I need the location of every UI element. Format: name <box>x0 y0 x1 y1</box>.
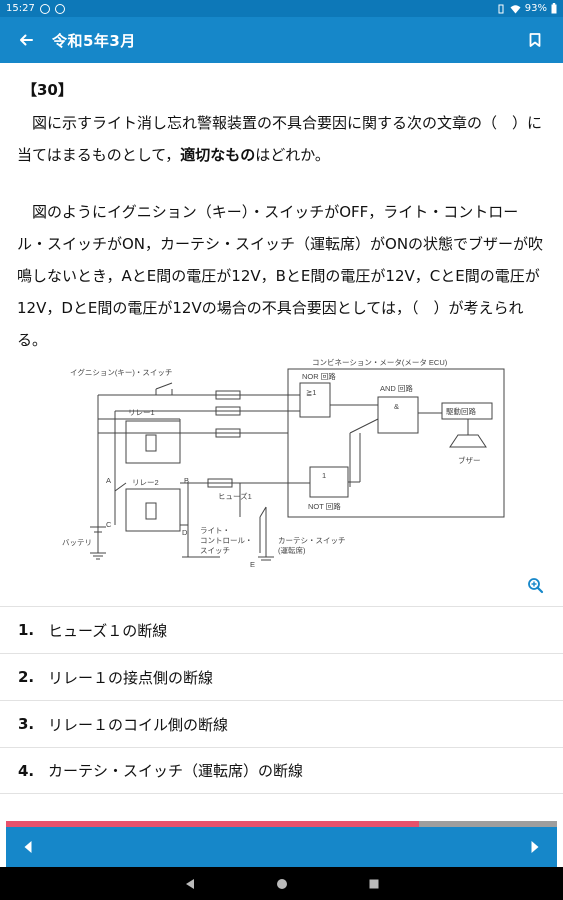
courtesy-switch-label-2: (運転席) <box>278 545 306 555</box>
light-switch-label-2: コントロール・ <box>200 536 253 545</box>
status-bar: 15:27 93% <box>0 0 563 17</box>
system-back-icon[interactable] <box>184 878 196 890</box>
system-navigation-bar <box>0 867 563 900</box>
point-d-label: D <box>182 528 188 537</box>
point-a-label: A <box>106 476 111 485</box>
bookmark-button[interactable] <box>507 17 563 63</box>
triangle-left-icon <box>24 841 32 853</box>
next-button[interactable] <box>525 837 545 857</box>
question-paragraph: 図のようにイグニション（キー）・スイッチがOFF，ライト・コントロール・スイッチ… <box>17 203 544 349</box>
relay2-label: リレー2 <box>132 478 159 487</box>
courtesy-switch-label-1: カーテシ・スイッチ <box>278 536 346 545</box>
battery-percent: 93% <box>524 3 547 14</box>
fuse1-label: ヒューズ1 <box>218 491 252 501</box>
option-3[interactable]: 3. リレー１のコイル側の断線 <box>0 700 563 747</box>
instruction-text: 図に示すライト消し忘れ警報装置の不具合要因に関する次の文章の（ ）に当てはまるも… <box>17 114 543 164</box>
nor-label: NOR 回路 <box>302 371 336 381</box>
question-content: 【30】 図に示すライト消し忘れ警報装置の不具合要因に関する次の文章の（ ）に当… <box>0 63 563 603</box>
buzzer-label: ブザー <box>458 455 481 465</box>
back-button[interactable] <box>0 17 52 63</box>
battery-label: バッテリ <box>62 538 92 547</box>
question-number: 【30】 <box>22 81 73 99</box>
notification-icon <box>39 3 50 14</box>
ecu-label: コンビネーション・メータ(メータ ECU) <box>312 358 448 367</box>
point-c-label: C <box>106 520 112 529</box>
ignition-switch-label: イグニション(キー)・スイッチ <box>70 367 172 377</box>
bookmark-icon <box>529 33 541 47</box>
question-instruction: 図に示すライト消し忘れ警報装置の不具合要因に関する次の文章の（ ）に当てはまるも… <box>17 107 547 171</box>
question-text: 図に示すライト消し忘れ警報装置の不具合要因に関する次の文章の（ ）に当てはまるも… <box>17 107 547 356</box>
page-title: 令和5年3月 <box>52 31 136 50</box>
progress-bar <box>6 821 557 827</box>
light-switch-label-3: スイッチ <box>200 546 230 555</box>
option-number: 3. <box>18 715 35 733</box>
arrow-left-icon <box>20 34 33 46</box>
option-text: リレー１の接点側の断線 <box>48 668 214 687</box>
and-symbol: & <box>394 402 399 411</box>
answer-options: 1. ヒューズ１の断線 2. リレー１の接点側の断線 3. リレー１のコイル側の… <box>0 606 563 794</box>
option-number: 2. <box>18 668 35 686</box>
nor-symbol: ≧1 <box>306 388 316 397</box>
not-symbol: 1 <box>322 471 326 480</box>
option-number: 1. <box>18 621 35 639</box>
option-2[interactable]: 2. リレー１の接点側の断線 <box>0 653 563 700</box>
point-b-label: B <box>184 476 189 485</box>
option-text: リレー１のコイル側の断線 <box>48 715 229 734</box>
option-text: ヒューズ１の断線 <box>48 621 168 640</box>
zoom-icon[interactable] <box>526 576 546 596</box>
battery-icon <box>551 3 557 14</box>
wifi-icon <box>510 4 521 13</box>
system-home-icon[interactable] <box>276 878 288 890</box>
instruction-bold: 適切なもの <box>180 146 256 164</box>
vibrate-icon <box>498 4 504 13</box>
status-time: 15:27 <box>6 3 35 14</box>
option-number: 4. <box>18 761 35 780</box>
option-1[interactable]: 1. ヒューズ１の断線 <box>0 606 563 653</box>
triangle-right-icon <box>531 841 539 853</box>
relay1-label: リレー1 <box>128 408 155 417</box>
circuit-diagram: イグニション(キー)・スイッチ コンビネーション・メータ(メータ ECU) NO… <box>62 358 505 569</box>
drive-circuit-label: 駆動回路 <box>446 406 476 416</box>
instruction-tail: はどれか。 <box>255 146 330 164</box>
system-recents-icon[interactable] <box>368 878 380 890</box>
light-switch-label-1: ライト・ <box>200 526 230 535</box>
previous-button[interactable] <box>18 837 38 857</box>
app-bar: 令和5年3月 <box>0 17 563 63</box>
sync-icon <box>54 3 65 14</box>
point-e-label: E <box>250 560 255 569</box>
bottom-navigation <box>6 827 557 867</box>
option-4[interactable]: 4. カーテシ・スイッチ（運転席）の断線 <box>0 747 563 794</box>
not-label: NOT 回路 <box>308 501 341 511</box>
option-text: カーテシ・スイッチ（運転席）の断線 <box>48 762 304 780</box>
progress-fill <box>6 821 420 827</box>
and-label: AND 回路 <box>380 383 413 393</box>
